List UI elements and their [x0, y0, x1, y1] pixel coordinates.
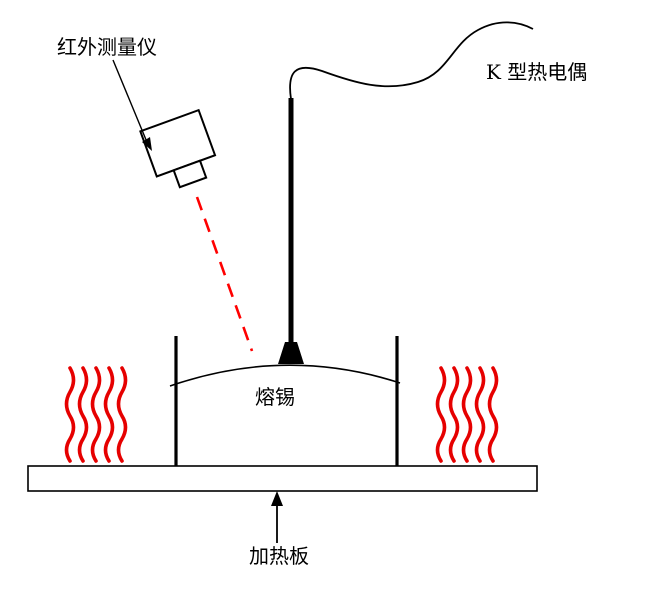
heat-wave-line: [116, 366, 128, 463]
infrared-camera-body: [139, 108, 217, 178]
infrared-camera-lens: [172, 159, 208, 189]
heating-plate-arrowhead-icon: [271, 491, 283, 506]
infrared-meter-label: 红外测量仪: [57, 35, 157, 59]
heating-plate: [27, 465, 538, 492]
molten-solder-label: 熔锡: [255, 385, 295, 409]
heat-wave-line: [448, 366, 460, 463]
heating-plate-label: 加热板: [249, 544, 309, 568]
thermocouple-wire: [289, 21, 534, 100]
heat-wave-line: [77, 366, 89, 463]
solder-dome-surface: [169, 364, 401, 387]
thermocouple-label: K 型热电偶: [486, 60, 587, 84]
infrared-leader-arrowhead-icon: [142, 137, 152, 151]
heat-wave-line: [461, 366, 473, 463]
infrared-label-leader-line: [112, 59, 150, 148]
heat-wave-line: [474, 366, 486, 463]
infrared-beam-dashed-line: [195, 196, 254, 352]
heat-wave-line: [487, 366, 499, 463]
heat-wave-line: [64, 366, 76, 463]
heat-wave-line: [435, 366, 447, 463]
infrared-camera: [139, 108, 217, 189]
heat-waves-right: [435, 366, 499, 463]
heat-wave-line: [90, 366, 102, 463]
thermocouple-tip: [278, 342, 304, 364]
heat-waves-left: [64, 366, 128, 463]
heat-wave-line: [103, 366, 115, 463]
